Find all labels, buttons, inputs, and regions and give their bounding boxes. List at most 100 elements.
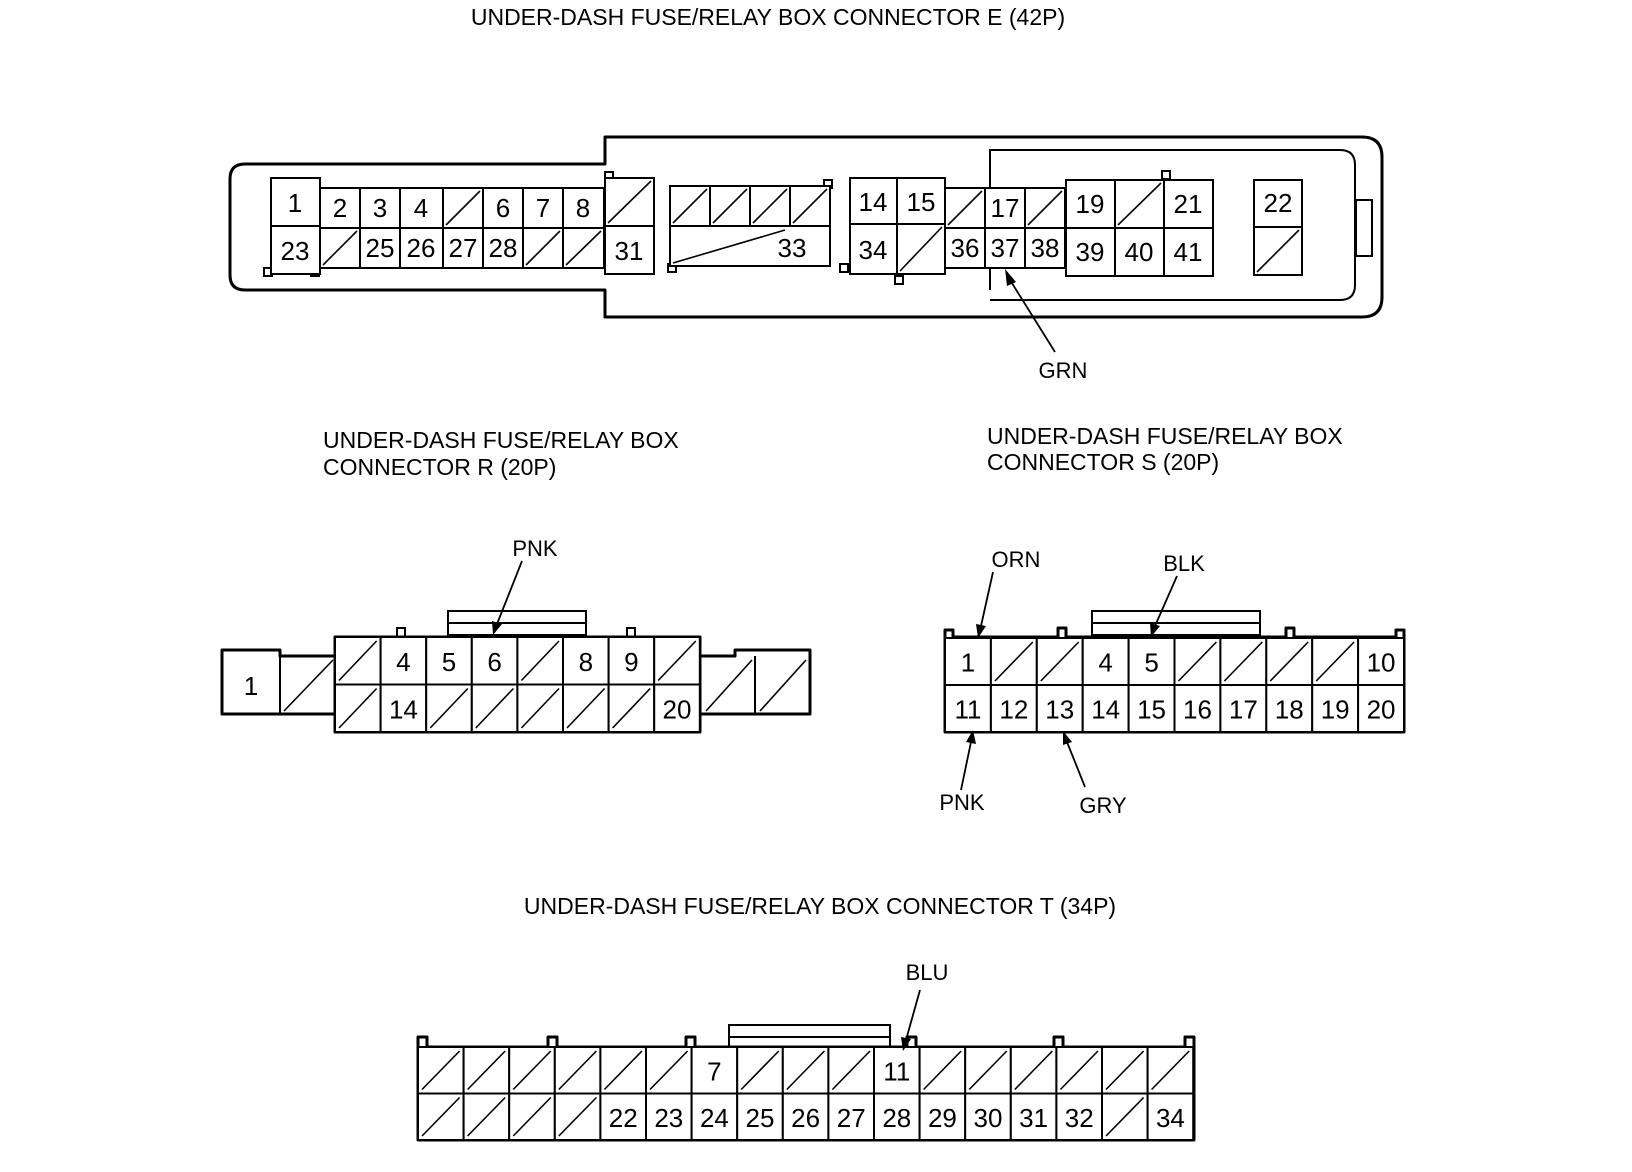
pin-e-blank [1114, 179, 1165, 229]
pin-r-5: 5 [425, 636, 473, 686]
pin-r-8: 8 [562, 636, 610, 686]
wire-label-s-5: BLK [1150, 551, 1205, 637]
pin-r-14: 14 [379, 683, 428, 733]
pin-t-7: 7 [690, 1046, 739, 1095]
connector-e-latch [1355, 199, 1373, 257]
pin-t-blank [1101, 1046, 1149, 1095]
wire-label-s-1: ORN [976, 547, 1040, 638]
svg-text:14: 14 [859, 187, 888, 217]
pin-r-blank [425, 683, 473, 733]
pin-t-blank [1055, 1046, 1104, 1095]
pin-number: 25 [746, 1103, 775, 1133]
pin-e-34: 34 [849, 223, 898, 275]
pin-e-4: 4 [399, 187, 444, 229]
svg-text:2: 2 [333, 193, 347, 223]
pin-r-blank [516, 636, 565, 686]
svg-text:33: 33 [778, 233, 807, 263]
svg-text:7: 7 [536, 193, 550, 223]
pin-s-19: 19 [1311, 684, 1360, 733]
pin-s-blank [1219, 637, 1268, 686]
pin-t-32: 32 [1055, 1092, 1104, 1141]
svg-text:41: 41 [1174, 237, 1203, 267]
svg-text:PNK: PNK [939, 790, 985, 815]
pin-r-blank [516, 683, 565, 733]
pin-t-blank [417, 1092, 465, 1141]
pin-e-33-block: 33 [669, 185, 831, 267]
wire-label-s-13: GRY [1063, 731, 1127, 818]
svg-text:31: 31 [615, 236, 644, 266]
pin-t-26: 26 [781, 1092, 830, 1141]
pin-r-blank [653, 636, 701, 686]
pin-e-blank [1024, 187, 1066, 229]
pin-number: 12 [999, 695, 1028, 725]
pin-s-14: 14 [1081, 684, 1130, 733]
svg-text:3: 3 [373, 193, 387, 223]
wire-label-s-11: PNK [939, 730, 985, 815]
pin-t-23: 23 [645, 1092, 693, 1141]
pin-e-6: 6 [482, 187, 524, 229]
pin-number: 30 [974, 1103, 1003, 1133]
pin-number: 1 [961, 648, 975, 678]
svg-text:19: 19 [1076, 189, 1105, 219]
pin-t-24: 24 [690, 1092, 739, 1141]
wire-label-e-37: GRN [1005, 269, 1087, 383]
pin-t-blank [918, 1046, 967, 1095]
pin-number: 20 [663, 694, 692, 724]
pin-e-14: 14 [849, 177, 898, 225]
pin-number: 13 [1045, 695, 1074, 725]
pin-s-blank [1173, 637, 1222, 686]
pin-e-7: 7 [522, 187, 564, 229]
connector-e-key [894, 275, 904, 285]
pin-number: 7 [707, 1056, 721, 1086]
connector-r-right-tab [700, 648, 812, 716]
connector-e-inner-rim [989, 149, 1356, 301]
pin-t-blank [553, 1046, 602, 1095]
pin-r-4: 4 [379, 636, 428, 686]
pin-e-blank [896, 223, 946, 275]
pin-number: 26 [791, 1103, 820, 1133]
pin-t-29: 29 [918, 1092, 967, 1141]
svg-text:21: 21 [1174, 189, 1203, 219]
svg-text:8: 8 [576, 193, 590, 223]
pin-e-blank [442, 187, 484, 229]
pin-r-1: 1 [244, 656, 281, 714]
connector-e-housing [228, 135, 1384, 319]
pin-s-18: 18 [1265, 684, 1314, 733]
pin-number: 4 [1098, 648, 1112, 678]
connector-e-key [1161, 170, 1171, 180]
pin-number: 32 [1065, 1103, 1094, 1133]
pin-e-8: 8 [562, 187, 605, 229]
pin-e-39: 39 [1065, 227, 1116, 277]
connector-r-left-tab [220, 648, 335, 716]
pin-s-blank [1035, 637, 1084, 686]
pin-t-blank [781, 1046, 830, 1095]
pin-r-20: 20 [653, 683, 701, 733]
wire-label-t-11: BLU [901, 960, 948, 1051]
pin-e-17: 17 [984, 187, 1026, 229]
pin-number: 5 [442, 647, 456, 677]
pin-s-17: 17 [1219, 684, 1268, 733]
svg-text:BLU: BLU [906, 960, 949, 985]
connector-t: UNDER-DASH FUSE/RELAY BOX CONNECTOR T (3… [416, 893, 1196, 1142]
pin-s-4: 4 [1081, 637, 1130, 686]
svg-text:1: 1 [244, 671, 258, 701]
pin-e-27: 27 [442, 227, 484, 269]
pin-t-28: 28 [873, 1092, 921, 1141]
pin-e-36: 36 [944, 227, 986, 269]
pin-t-25: 25 [736, 1092, 784, 1141]
connector-r-title-line1: UNDER-DASH FUSE/RELAY BOX [323, 427, 679, 453]
pin-e-41: 41 [1163, 227, 1214, 277]
pin-number: 23 [654, 1103, 683, 1133]
pin-s-blank [1265, 637, 1314, 686]
svg-text:1: 1 [288, 188, 302, 218]
pin-e-28: 28 [482, 227, 524, 269]
pin-t-blank [508, 1092, 556, 1141]
pin-t-blank [553, 1092, 602, 1141]
pin-t-27: 27 [827, 1092, 876, 1141]
svg-text:38: 38 [1031, 233, 1060, 263]
pin-e-15: 15 [896, 177, 946, 225]
svg-text:15: 15 [907, 187, 936, 217]
pin-number: 10 [1367, 648, 1396, 678]
svg-text:22: 22 [1264, 188, 1293, 218]
pin-e-21: 21 [1163, 179, 1214, 229]
